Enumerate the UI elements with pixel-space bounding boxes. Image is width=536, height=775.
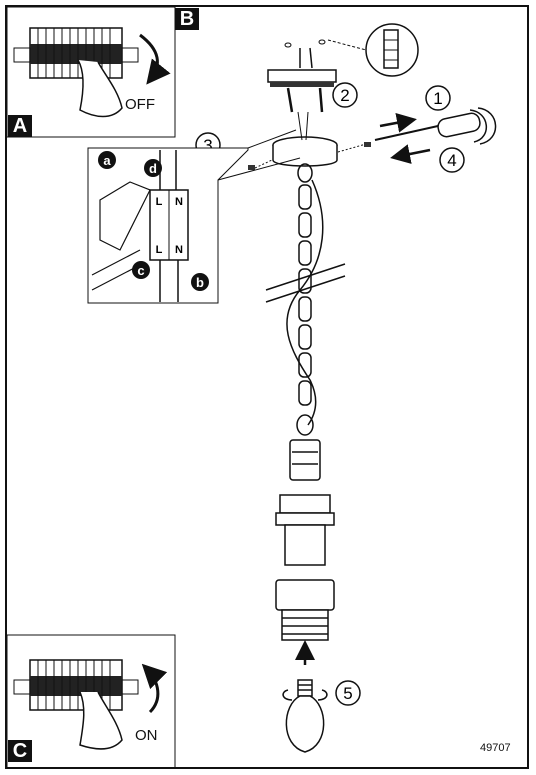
svg-text:5: 5: [343, 684, 352, 703]
off-label: OFF: [125, 96, 155, 113]
step-2-marker: 2: [332, 82, 358, 108]
svg-text:c: c: [137, 263, 144, 278]
loosen-arrow-icon: [390, 144, 431, 164]
lamp-holder-icon: [275, 439, 335, 641]
panel-c-label: C: [8, 740, 32, 762]
hand-icon: [79, 691, 123, 750]
svg-text:b: b: [196, 275, 204, 290]
connector-step-b-marker: b: [191, 273, 209, 291]
light-bulb-icon: [282, 679, 328, 753]
suspension-chain-icon: [265, 163, 346, 436]
screwdriver-icon: [374, 107, 497, 145]
fuse-box-off-panel: [6, 6, 176, 138]
connector-step-d-marker: d: [144, 159, 162, 177]
on-label: ON: [135, 727, 158, 744]
wall-plug-detail-icon: [327, 23, 419, 77]
svg-text:2: 2: [340, 86, 349, 105]
fuse-box-on-panel: [6, 634, 176, 769]
step-1-marker: 1: [425, 85, 451, 111]
model-number: 49707: [480, 742, 511, 754]
step-4-marker: 4: [439, 147, 465, 173]
off-arrow-icon: [139, 33, 171, 85]
circuit-breaker-icon: [13, 27, 139, 79]
on-arrow-icon: [141, 663, 168, 714]
circuit-breaker-icon: [13, 659, 139, 711]
connector-step-a-marker: a: [98, 151, 116, 169]
connector-detail-panel: L N L N: [87, 129, 301, 304]
hand-icon: [77, 59, 123, 118]
panel-b-label: B: [175, 8, 199, 30]
page-frame: [5, 5, 529, 769]
svg-text:N: N: [175, 244, 183, 256]
svg-text:4: 4: [447, 151, 456, 170]
mounting-bracket-icon: [267, 39, 337, 113]
terminal-live-label: L: [156, 196, 163, 208]
svg-text:a: a: [103, 153, 111, 168]
terminal-neutral-label: N: [175, 196, 183, 208]
svg-text:1: 1: [433, 89, 442, 108]
step-5-marker: 5: [335, 680, 361, 706]
connector-step-c-marker: c: [132, 261, 150, 279]
tighten-arrow-icon: [379, 112, 417, 133]
panel-a-label: A: [8, 115, 32, 137]
svg-text:L: L: [156, 244, 163, 256]
svg-text:3: 3: [203, 136, 212, 155]
svg-text:d: d: [149, 161, 157, 176]
